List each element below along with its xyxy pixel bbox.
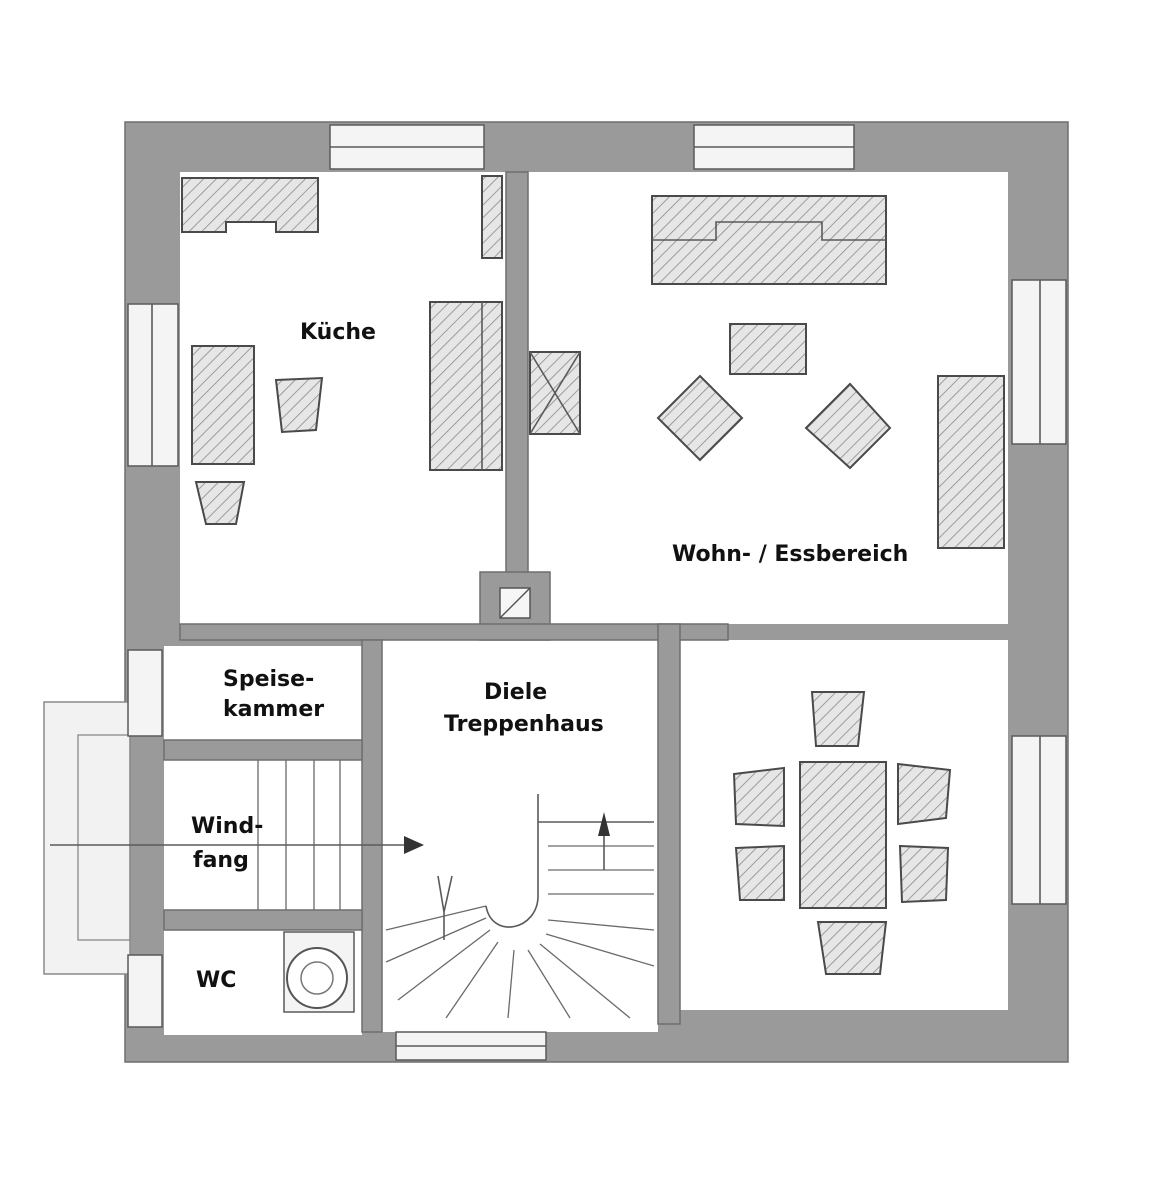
label-diele-line1: Diele (484, 680, 547, 705)
label-windfang-line2: fang (193, 848, 249, 873)
label-wohn-essbereich: Wohn- / Essbereich (672, 542, 908, 567)
windfang-details (50, 760, 424, 910)
label-speisekammer-line1: Speise- (223, 667, 314, 692)
room-labels: Küche Wohn- / Essbereich Speise- kammer … (191, 320, 908, 993)
label-diele-line2: Treppenhaus (444, 712, 604, 737)
living-furniture (529, 195, 1005, 975)
windows (127, 124, 1067, 1061)
staircase (385, 794, 655, 1019)
label-wc: WC (196, 968, 236, 993)
windfang-floor (164, 760, 362, 910)
hall-bottom-floor (382, 1010, 658, 1032)
kitchen-furniture (181, 175, 503, 525)
hall-floor (382, 640, 658, 1020)
interior-walls (163, 171, 729, 1033)
label-kueche: Küche (300, 320, 376, 345)
label-windfang-line1: Wind- (191, 814, 263, 839)
pantry-floor (164, 646, 362, 740)
wc-fixtures (283, 931, 355, 1013)
label-speisekammer-line2: kammer (223, 697, 324, 722)
